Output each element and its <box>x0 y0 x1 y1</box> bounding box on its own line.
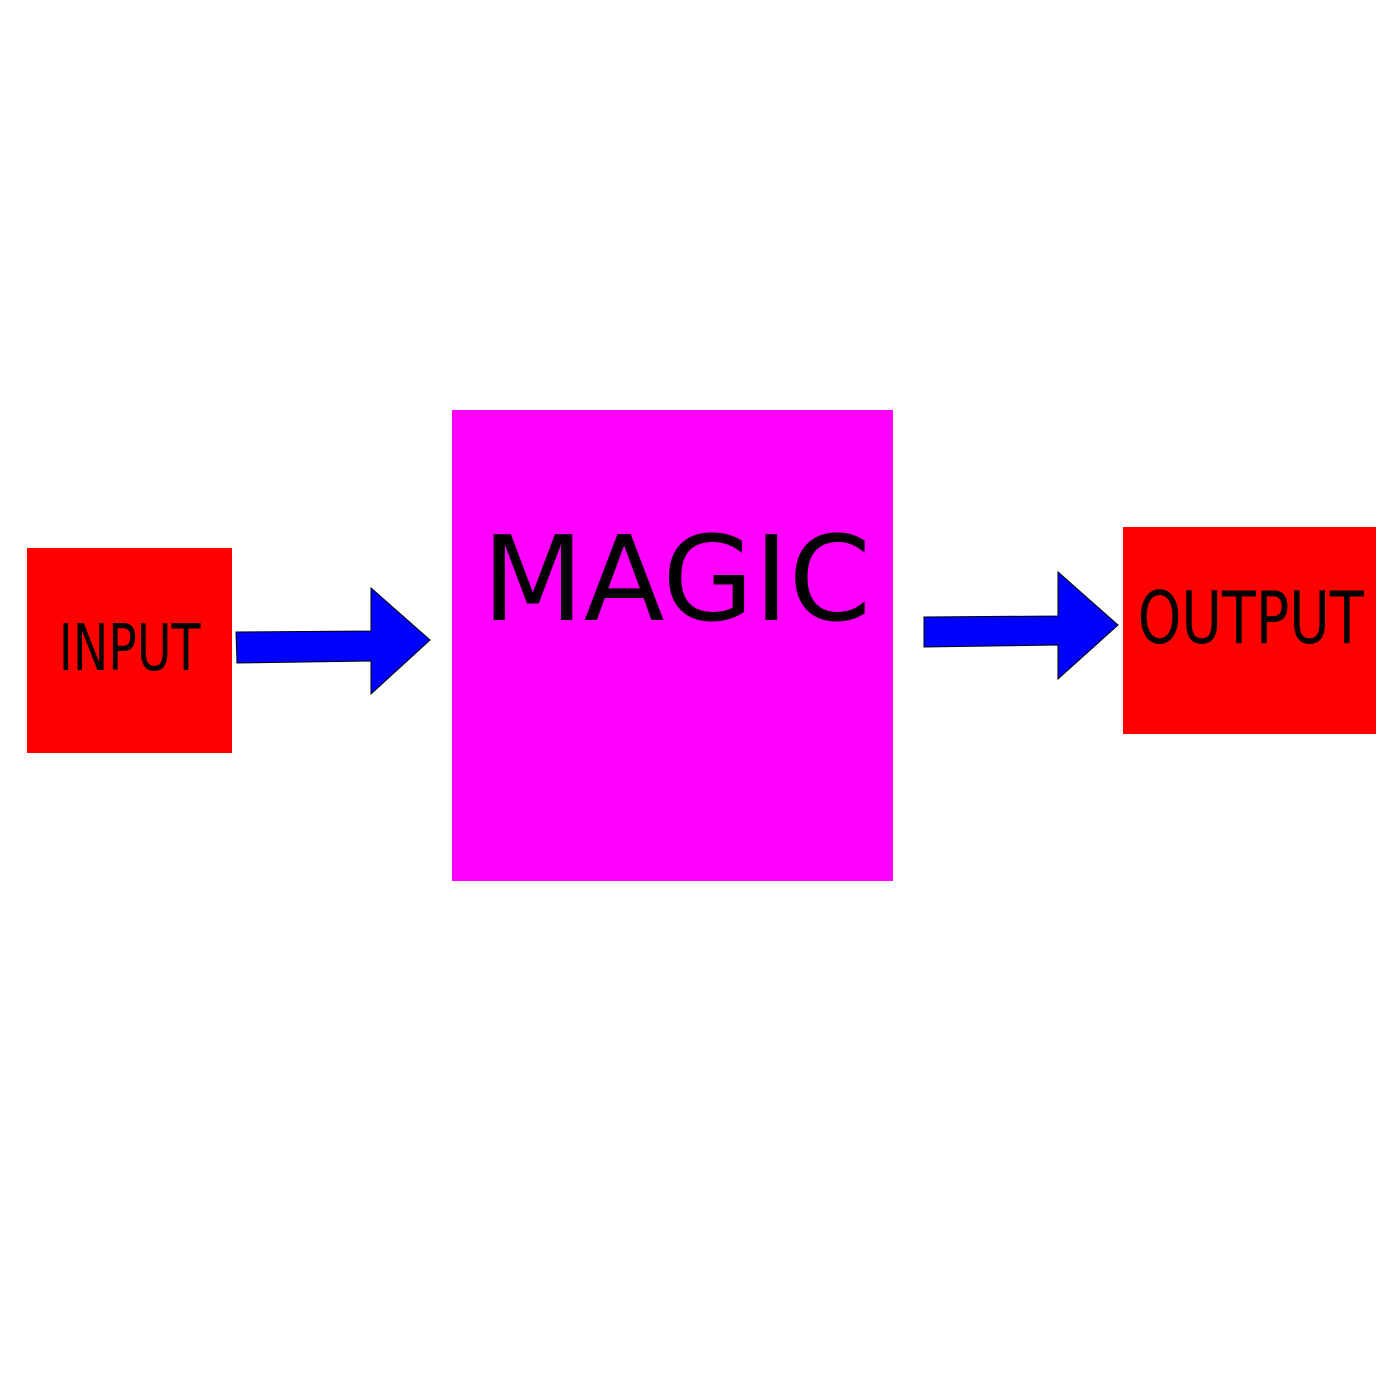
input-label: INPUT <box>58 611 201 686</box>
output-label: OUTPUT <box>1137 575 1364 660</box>
arrow-input-to-magic <box>235 586 431 696</box>
magic-block: MAGIC <box>452 410 893 881</box>
magic-label: MAGIC <box>481 509 872 648</box>
arrow-magic-to-output <box>923 570 1119 681</box>
output-block: OUTPUT <box>1123 527 1376 734</box>
input-block: INPUT <box>27 548 232 753</box>
